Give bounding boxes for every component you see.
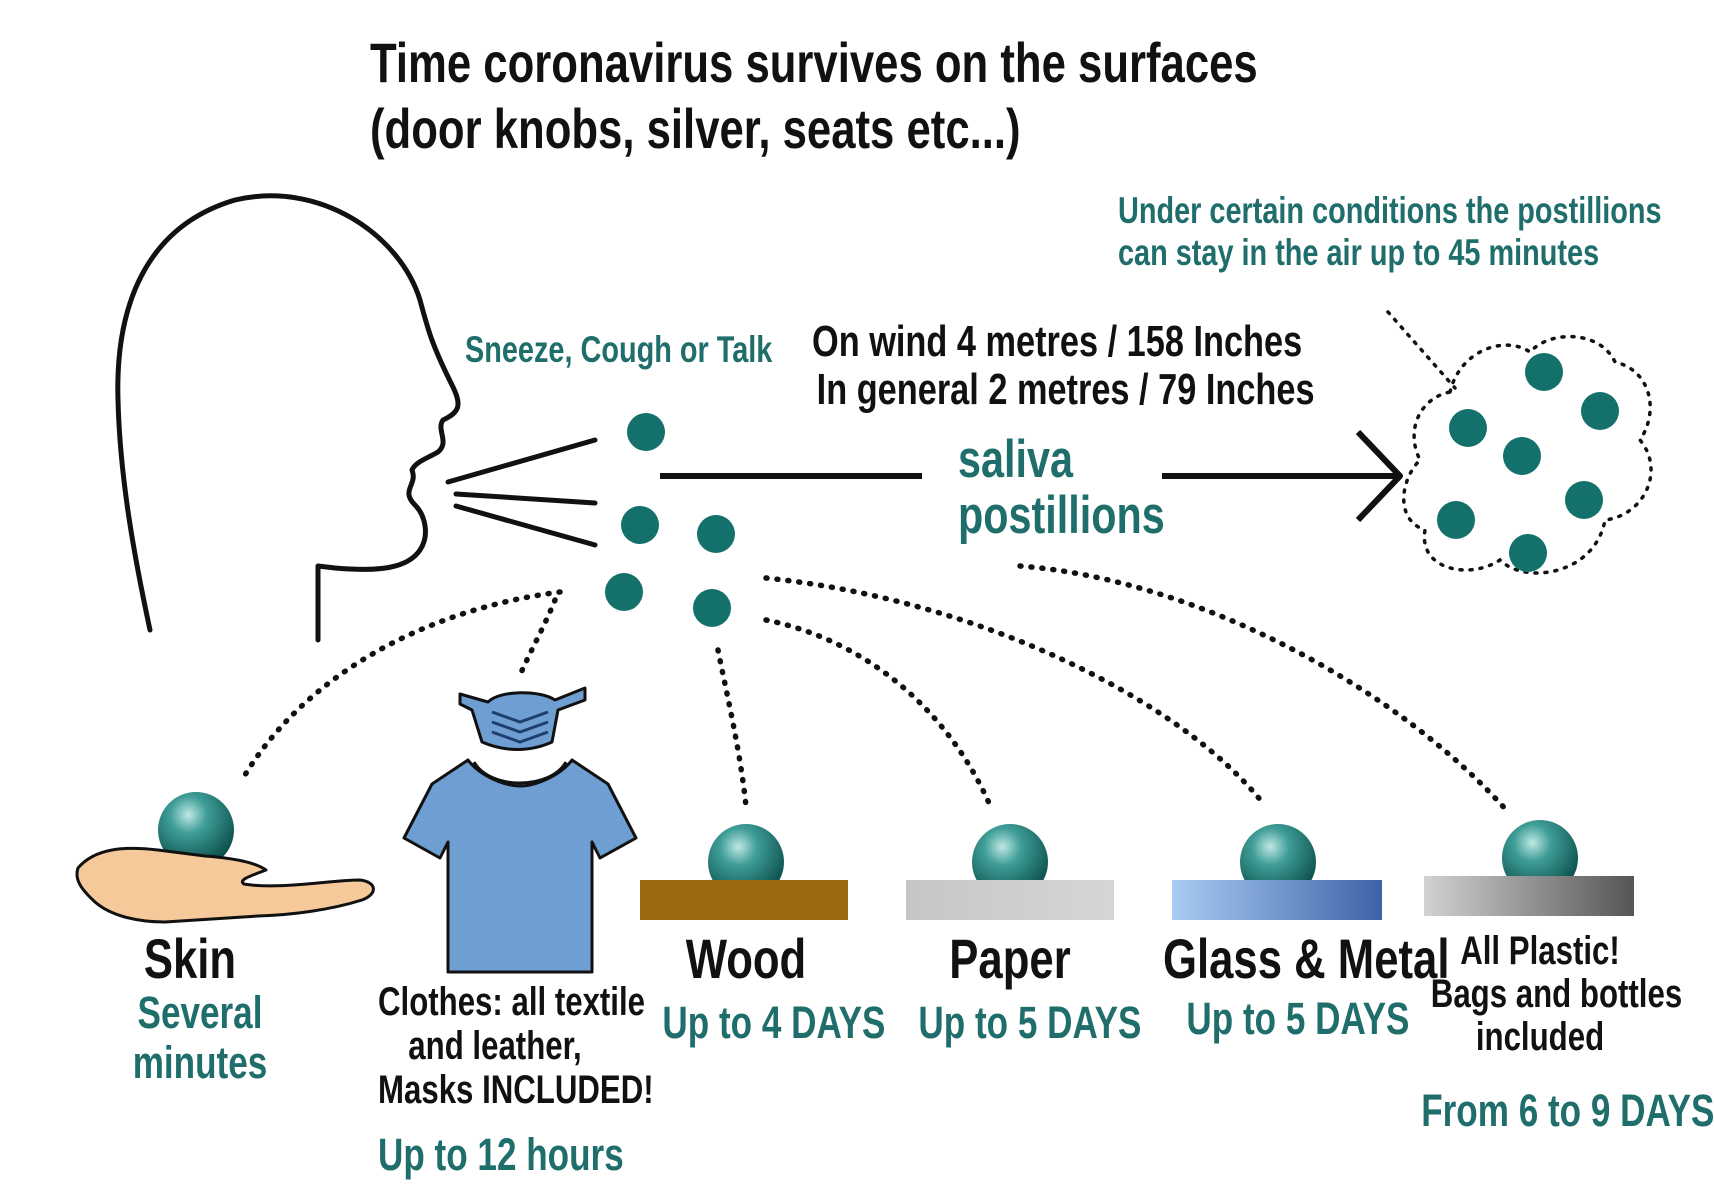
sneeze-label: Sneeze, Cough or Talk — [465, 329, 773, 370]
saliva-line-2: postillions — [958, 486, 1165, 546]
droplet-icon — [1449, 409, 1487, 447]
distance-info: On wind 4 metres / 158 Inches In general… — [812, 317, 1315, 415]
distance-line-1: On wind 4 metres / 158 Inches — [812, 317, 1303, 366]
head-profile-icon — [115, 193, 461, 643]
surface-name-skin: Skin — [143, 927, 237, 990]
skin-time-line-2: minutes — [132, 1037, 268, 1089]
plastic-surface — [1424, 876, 1634, 916]
air-note-line-1: Under certain conditions the postillions — [1118, 190, 1662, 231]
air-note-line-2: can stay in the air up to 45 minutes — [1118, 231, 1600, 273]
clothes-line-3: Masks INCLUDED! — [378, 1068, 654, 1112]
wood-surface — [640, 880, 848, 920]
droplet-icon — [1581, 392, 1619, 430]
plastic-line-3: included — [1475, 1015, 1605, 1060]
clothes-line-2: and leather, — [408, 1024, 582, 1068]
droplet-icon — [1437, 501, 1475, 539]
surface-name-paper: Paper — [949, 927, 1071, 990]
droplet-icon — [1509, 534, 1547, 572]
mask-pleats — [491, 710, 549, 744]
cloud-droplets — [1437, 353, 1619, 572]
title-line-1: Time coronavirus survives on the surface… — [370, 31, 1258, 94]
tshirt-icon — [402, 758, 638, 974]
surface-time-skin: Several minutes — [122, 987, 278, 1089]
clothes-line-1: Clothes: all textile — [378, 980, 646, 1024]
surface-name-clothes: Clothes: all textile and leather, Masks … — [378, 980, 654, 1112]
hand-icon — [75, 846, 375, 924]
surface-name-wood: Wood — [685, 927, 807, 990]
droplet-icon — [693, 589, 731, 627]
droplet-icon — [1525, 353, 1563, 391]
skin-time-line-1: Several — [137, 987, 263, 1038]
breath-lines — [445, 437, 598, 548]
distance-line-2: In general 2 metres / 79 Inches — [816, 365, 1315, 415]
arrow-right-icon — [1355, 429, 1403, 523]
droplet-icon — [1565, 481, 1603, 519]
droplet-icon — [158, 792, 234, 868]
surface-time-wood: Up to 4 DAYS — [662, 997, 886, 1048]
surface-name-plastic: All Plastic! Bags and bottles included — [1430, 929, 1683, 1060]
plastic-line-2: Bags and bottles — [1430, 972, 1683, 1017]
cloud-pointer — [1386, 310, 1457, 390]
droplet-icon — [697, 515, 735, 553]
face-mask-icon — [458, 686, 587, 751]
droplet-icon — [627, 413, 665, 451]
trajectory-paths — [239, 563, 1511, 815]
surface-time-plastic: From 6 to 9 DAYS — [1421, 1085, 1714, 1136]
surface-time-clothes: Up to 12 hours — [378, 1129, 624, 1180]
plastic-line-1: All Plastic! — [1460, 929, 1620, 973]
saliva-line-1: saliva — [958, 430, 1073, 489]
saliva-label: saliva postillions — [958, 430, 1165, 546]
paper-surface — [906, 880, 1114, 920]
title-line-2: (door knobs, silver, seats etc...) — [370, 97, 1021, 161]
airborne-droplets — [605, 413, 735, 627]
droplet-icon — [621, 506, 659, 544]
droplet-icon — [1503, 437, 1541, 475]
surface-time-paper: Up to 5 DAYS — [918, 997, 1142, 1048]
glass-metal-surface — [1172, 880, 1382, 920]
surface-name-glass-metal: Glass & Metal — [1163, 927, 1450, 990]
droplet-icon — [605, 573, 643, 611]
surface-time-glass-metal: Up to 5 DAYS — [1186, 993, 1410, 1044]
page-title: Time coronavirus survives on the surface… — [370, 30, 1258, 162]
air-note: Under certain conditions the postillions… — [1118, 190, 1662, 274]
tshirt-collar — [472, 761, 568, 785]
